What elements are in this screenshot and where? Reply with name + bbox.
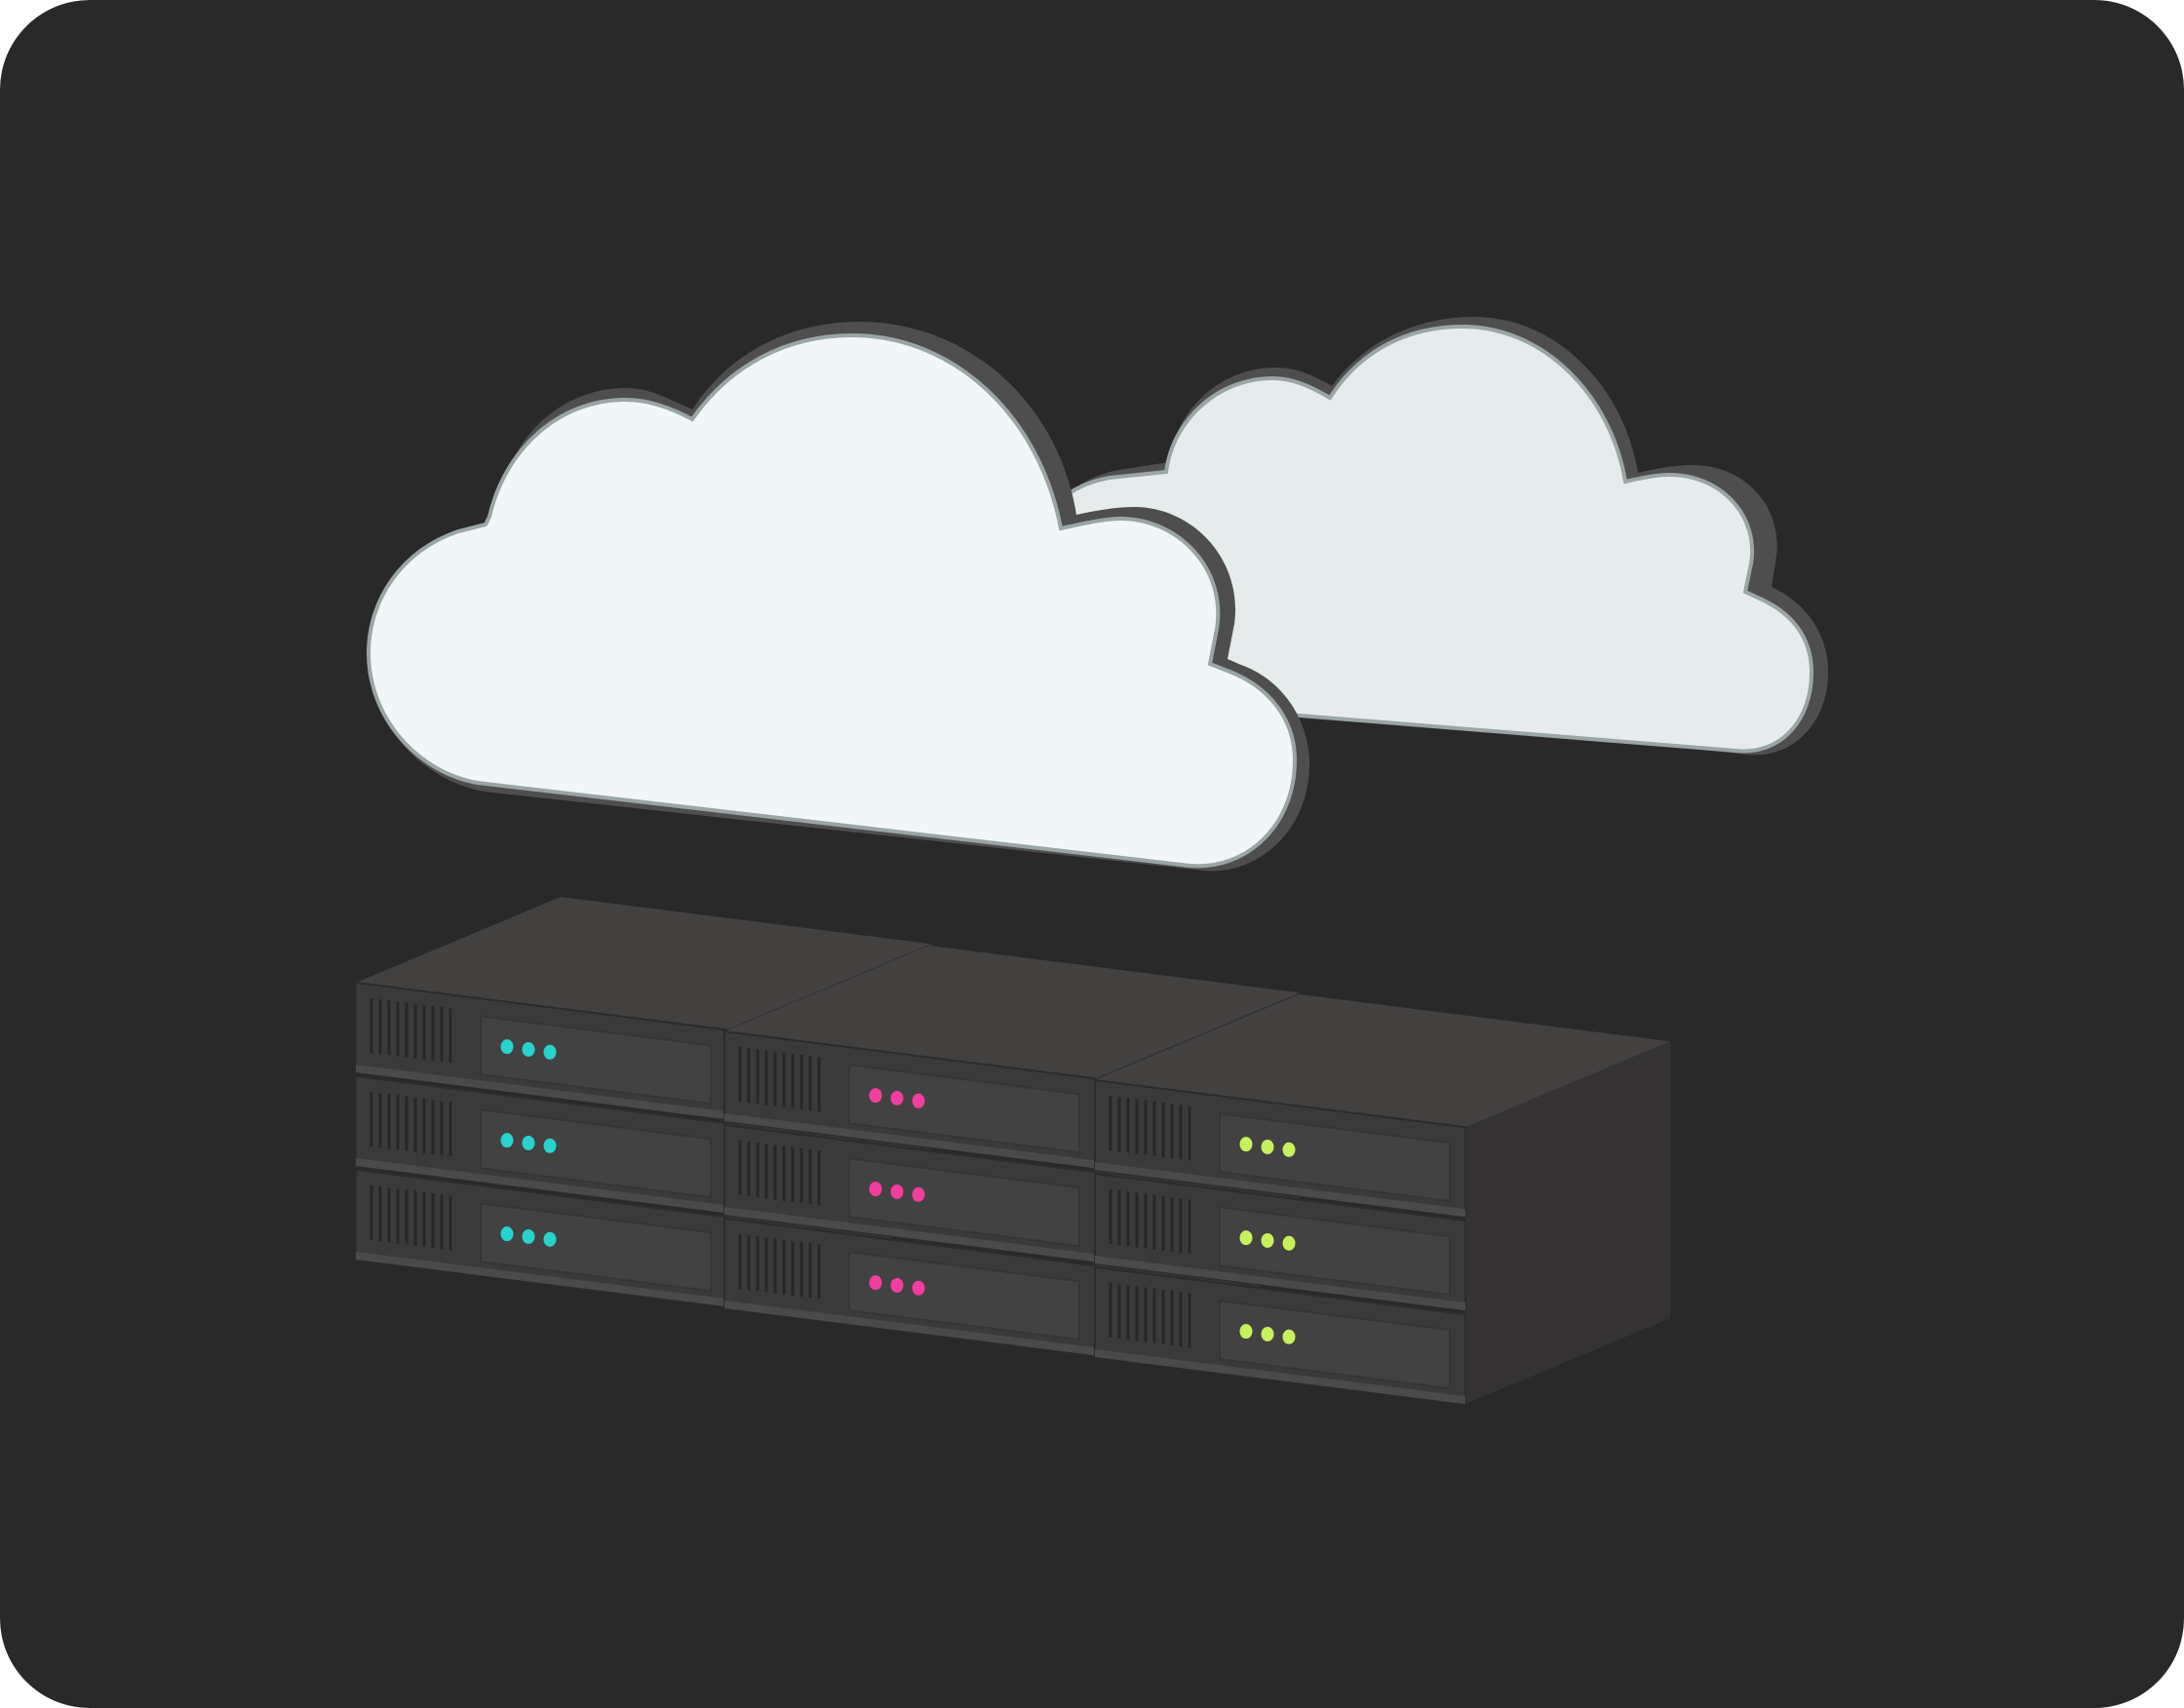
status-led-icon: [500, 1039, 514, 1055]
server-front-lip: [356, 1158, 726, 1214]
status-led-icon: [1261, 1232, 1274, 1248]
status-led-icon: [522, 1041, 535, 1057]
status-led-icon: [1282, 1142, 1296, 1157]
server-front-lip: [1095, 1162, 1465, 1218]
server-display-panel: [848, 1251, 1080, 1341]
server-front-lip: [1095, 1349, 1465, 1405]
status-led-icon: [869, 1275, 882, 1291]
server-unit: [355, 1168, 727, 1308]
status-led-icon: [1239, 1324, 1253, 1339]
status-led-icon: [1282, 1329, 1296, 1344]
server-display-panel: [480, 1015, 712, 1106]
server-racks: [355, 897, 1670, 1406]
server-unit: [355, 1074, 727, 1215]
status-led-icon: [890, 1090, 904, 1106]
server-front-lip: [1095, 1256, 1465, 1311]
status-led-icon: [890, 1277, 904, 1293]
server-front-lip: [356, 1065, 726, 1120]
server-display-panel: [848, 1157, 1080, 1248]
status-led-icon: [1282, 1235, 1296, 1251]
server-unit: [723, 1029, 1096, 1170]
status-led-icon: [1239, 1137, 1253, 1152]
server-unit: [355, 981, 727, 1121]
status-led-icon: [890, 1184, 904, 1199]
server-top-face: [356, 897, 931, 1030]
server-side-face: [1465, 1041, 1670, 1405]
status-led-icon: [1239, 1230, 1253, 1246]
server-unit: [1094, 1265, 1466, 1406]
server-column-right: [1094, 994, 1670, 1406]
status-led-icon: [912, 1093, 925, 1108]
server-front-lip: [724, 1113, 1095, 1169]
cloud-front-icon: [366, 322, 1309, 872]
status-led-icon: [543, 1231, 557, 1247]
status-led-icon: [543, 1044, 557, 1060]
server-display-panel: [480, 1202, 712, 1293]
status-led-icon: [543, 1138, 557, 1153]
server-unit: [723, 1217, 1096, 1357]
status-led-icon: [912, 1186, 925, 1202]
server-display-panel: [848, 1064, 1080, 1154]
status-led-icon: [500, 1226, 514, 1242]
status-led-icon: [522, 1228, 535, 1244]
server-display-panel: [480, 1108, 712, 1199]
server-front-lip: [356, 1252, 726, 1307]
server-display-panel: [1219, 1300, 1451, 1390]
status-led-icon: [1261, 1326, 1274, 1341]
server-front-lip: [724, 1300, 1095, 1356]
cloud-back-body: [1040, 324, 1814, 754]
server-top-face: [1095, 994, 1670, 1128]
cloud-back-icon: [1040, 317, 1828, 756]
status-led-icon: [500, 1133, 514, 1148]
status-led-icon: [912, 1280, 925, 1296]
server-display-panel: [1219, 1112, 1451, 1203]
server-front-lip: [724, 1207, 1095, 1262]
server-top-face: [724, 946, 1300, 1079]
server-unit: [723, 1123, 1096, 1263]
status-led-icon: [869, 1182, 882, 1197]
server-unit: [1094, 1078, 1466, 1219]
status-led-icon: [1261, 1139, 1274, 1154]
status-led-icon: [869, 1088, 882, 1104]
cloud-front-body: [366, 332, 1298, 869]
status-led-icon: [522, 1135, 535, 1150]
server-display-panel: [1219, 1206, 1451, 1297]
server-unit: [1094, 1172, 1466, 1312]
